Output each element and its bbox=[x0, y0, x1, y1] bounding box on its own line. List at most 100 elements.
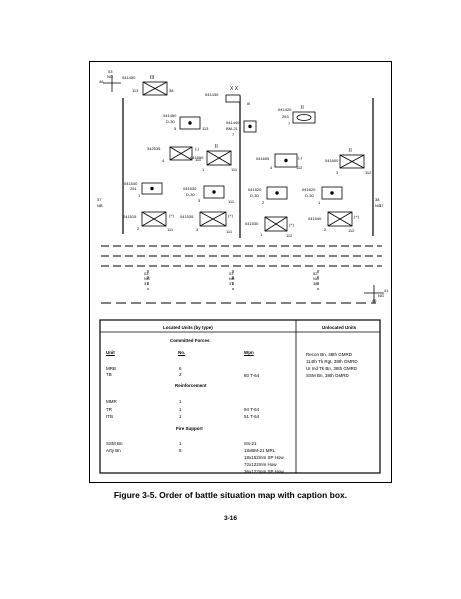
unit-num: 38 bbox=[169, 88, 174, 93]
unit-id: 041440 bbox=[226, 120, 240, 125]
unit-id: 041450 bbox=[122, 75, 136, 80]
row-unit: SSM Bn bbox=[106, 441, 123, 446]
unit-num: 113 bbox=[202, 126, 209, 131]
unit-num: III bbox=[247, 101, 251, 106]
grid-ref: NB bbox=[97, 203, 103, 208]
unlocated-item: UI Ind Tk Bn, 38th GMRD bbox=[306, 366, 358, 371]
unit-id: 041430 bbox=[205, 92, 219, 97]
unit-num: 1 bbox=[260, 232, 263, 237]
unit-num: 7 bbox=[232, 132, 235, 137]
unit-num: 4 bbox=[162, 158, 165, 163]
figure-caption: Figure 3-5. Order of battle situation ma… bbox=[113, 490, 348, 500]
grid-ref: 41 bbox=[384, 288, 389, 293]
row-no: 1 bbox=[179, 414, 182, 419]
unit-num: 2 bbox=[324, 227, 327, 232]
row-unit: MRB bbox=[106, 366, 116, 371]
unit-id: 041540 bbox=[308, 216, 322, 221]
unit-num: 3 bbox=[336, 170, 339, 175]
unlocated-item: 114th Tk Rgt, 38th GMRD bbox=[306, 359, 358, 364]
row-no: 6 bbox=[179, 366, 182, 371]
col-no: No. bbox=[178, 350, 186, 355]
unit-echelon: X X bbox=[230, 86, 239, 92]
unit-num: 112 bbox=[286, 233, 293, 238]
unit-echelon: II bbox=[215, 144, 218, 150]
unit-num: 111 bbox=[167, 227, 174, 232]
unit-sub: D-30 bbox=[166, 119, 175, 124]
grid-ref: NG bbox=[375, 203, 381, 208]
unit-num: 1 bbox=[202, 167, 205, 172]
unit-id: 041600 bbox=[325, 158, 339, 163]
unit-num: 112 bbox=[296, 165, 303, 170]
row-no: 1 bbox=[179, 399, 182, 404]
unit-id: 041450 bbox=[163, 113, 177, 118]
grid-ref: 03 bbox=[144, 271, 149, 276]
unit-num: 253 bbox=[282, 114, 289, 119]
unit-num: 1 bbox=[138, 193, 141, 198]
grid-ref: 52 bbox=[313, 271, 318, 276]
row-wpn: 80 T-64 bbox=[244, 373, 260, 378]
grid-ref: 37 bbox=[229, 281, 234, 286]
unit-echelon: (-) bbox=[195, 146, 199, 151]
unit-num: 5 bbox=[174, 126, 177, 131]
row-wpn: SS-21 bbox=[244, 441, 257, 446]
unit-echelon: III bbox=[150, 75, 155, 81]
unit-id: 041535 bbox=[180, 214, 194, 219]
unit-id: 041540 bbox=[124, 181, 138, 186]
unit-num: 111 bbox=[231, 167, 238, 172]
grid-ref: 03 bbox=[229, 271, 234, 276]
unlocated-header: Unlocated Units bbox=[322, 325, 357, 330]
page-frame bbox=[89, 61, 392, 483]
unit-num: 2 bbox=[262, 200, 265, 205]
unit-id: 041550 bbox=[190, 155, 204, 160]
unit-echelon: II bbox=[349, 148, 352, 154]
unit-id: 041520 bbox=[248, 187, 262, 192]
unit-id: 041515 bbox=[123, 214, 137, 219]
committed-header: Committed Forces bbox=[170, 338, 210, 343]
unit-num: 113 bbox=[132, 88, 139, 93]
located-header: Located Units (by type) bbox=[163, 325, 213, 330]
unit-num: 112 bbox=[348, 228, 355, 233]
unit-num: 112 bbox=[365, 170, 372, 175]
row-wpn: 36x122mm SP How bbox=[244, 469, 284, 474]
row-unit: Arty Bn bbox=[106, 448, 121, 453]
unit-num: 111 bbox=[228, 199, 235, 204]
grid-ref: NG bbox=[144, 276, 150, 281]
row-no: 1 bbox=[179, 441, 182, 446]
row-unit: TB bbox=[106, 372, 112, 377]
grid-ref: 38 bbox=[313, 281, 318, 286]
unit-num: 7 bbox=[288, 121, 291, 126]
unit-sub: D-30 bbox=[186, 192, 195, 197]
row-wpn: 72x122mm How bbox=[244, 462, 277, 467]
row-no: 1 bbox=[179, 407, 182, 412]
unit-num: 2 bbox=[137, 226, 140, 231]
row-no: 8 bbox=[179, 448, 182, 453]
unit-echelon: (+) bbox=[228, 213, 233, 218]
unit-num: 4 bbox=[270, 165, 273, 170]
unit-echelon: II bbox=[301, 105, 304, 111]
unit-id: 041620 bbox=[302, 187, 316, 192]
col-unit: Unit bbox=[106, 350, 115, 355]
row-unit: MMR bbox=[106, 399, 117, 404]
unit-id: 041530 bbox=[183, 186, 197, 191]
unit-num: 3 bbox=[196, 227, 199, 232]
fire-header: Fire Support bbox=[176, 426, 203, 431]
unit-echelon: (-) bbox=[298, 155, 302, 160]
row-unit: ITB bbox=[106, 414, 114, 419]
unit-num: 3 bbox=[198, 198, 201, 203]
unit-id: 041530 bbox=[245, 221, 259, 226]
row-wpn: 18xBM-21 MRL bbox=[244, 448, 276, 453]
unit-id: 041605 bbox=[256, 156, 270, 161]
unit-sub: D-30 bbox=[305, 193, 314, 198]
unit-echelon: (+) bbox=[289, 222, 294, 227]
grid-ref: 38 bbox=[375, 197, 380, 202]
unit-sub: 251 bbox=[130, 186, 137, 191]
grid-ref: NG bbox=[378, 293, 384, 298]
row-unit: TR bbox=[106, 407, 112, 412]
grid-ref: 45 bbox=[372, 298, 377, 303]
reinforcement-header: Reinforcement bbox=[175, 383, 207, 388]
row-wpn: 18x152mm SP How bbox=[244, 455, 284, 460]
unit-id: 342535 bbox=[147, 146, 161, 151]
grid-ref: 03 bbox=[108, 69, 113, 74]
